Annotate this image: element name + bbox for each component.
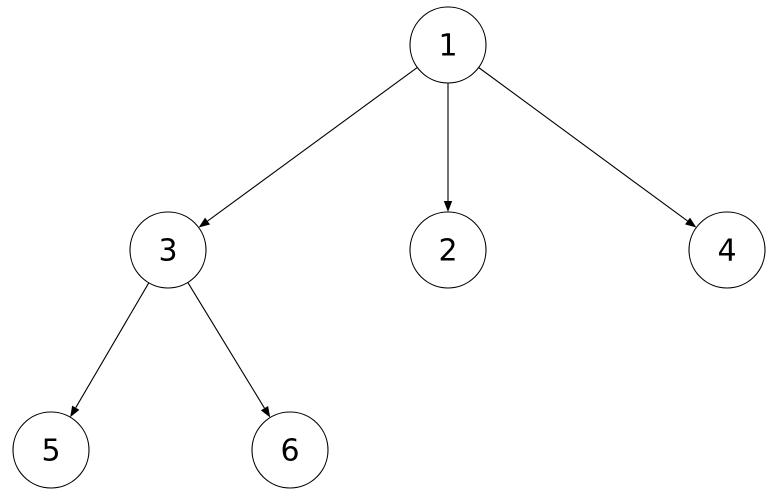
node-label: 3 (158, 234, 177, 269)
graph-node-3[interactable]: 3 (129, 211, 207, 289)
edge-line (75, 282, 150, 408)
edge-1-to-3 (198, 67, 418, 228)
graph-node-2[interactable]: 2 (409, 211, 487, 289)
arrowhead-icon (198, 217, 211, 228)
edge-1-to-2 (443, 83, 453, 212)
edge-line (478, 67, 688, 222)
node-label: 5 (41, 434, 60, 469)
node-circle[interactable] (129, 211, 207, 289)
graph-node-1[interactable]: 1 (409, 6, 487, 84)
node-circle[interactable] (409, 6, 487, 84)
graph-node-4[interactable]: 4 (688, 211, 766, 289)
node-label: 1 (438, 29, 457, 64)
node-circle[interactable] (409, 211, 487, 289)
edge-3-to-6 (187, 282, 271, 418)
node-label: 2 (438, 234, 457, 269)
arrowhead-icon (685, 217, 697, 228)
node-circle[interactable] (688, 211, 766, 289)
arrowhead-icon (70, 405, 80, 418)
edge-line (207, 67, 418, 222)
edge-1-to-4 (478, 67, 697, 228)
node-circle[interactable] (12, 411, 90, 489)
edges-layer (70, 67, 697, 418)
graph-node-6[interactable]: 6 (251, 411, 329, 489)
arrowhead-icon (260, 405, 271, 418)
node-label: 4 (717, 234, 736, 269)
arrowhead-icon (443, 201, 453, 212)
node-circle[interactable] (251, 411, 329, 489)
edge-3-to-5 (70, 282, 150, 418)
node-label: 6 (280, 434, 299, 469)
graph-node-5[interactable]: 5 (12, 411, 90, 489)
nodes-layer: 1 3 2 4 5 6 (12, 6, 766, 489)
edge-line (187, 282, 265, 409)
